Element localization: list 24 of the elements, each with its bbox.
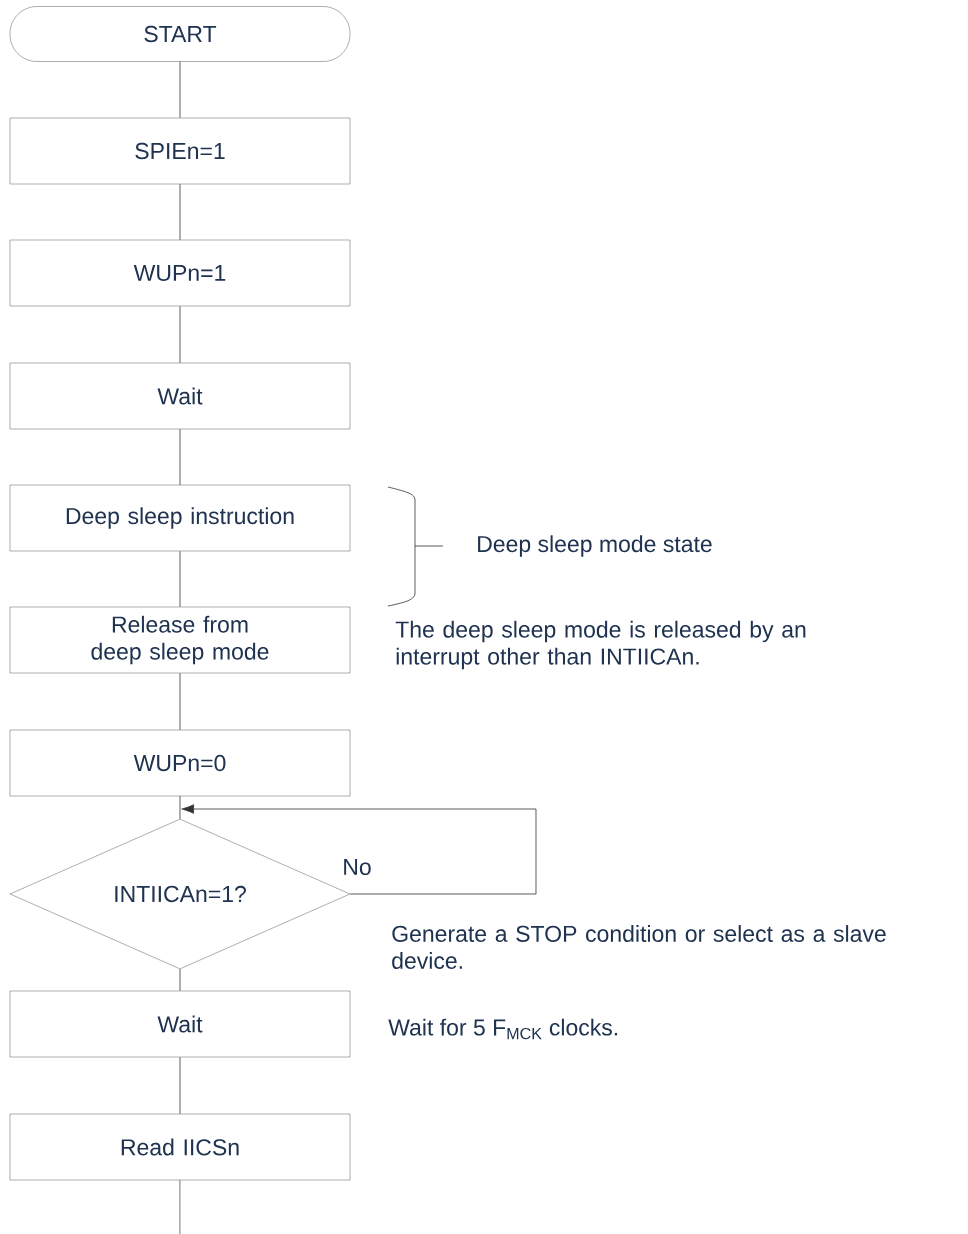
process-box: WUPn=1 <box>9 239 351 307</box>
connector <box>179 1179 181 1234</box>
process-box: SPIEn=1 <box>9 117 351 185</box>
annotation: Deep sleep mode state <box>478 535 712 557</box>
annotation: Generate a STOP condition or select as a slave device. <box>392 925 886 969</box>
start-terminal: START <box>9 6 351 62</box>
connector <box>179 305 181 364</box>
connector <box>179 428 181 486</box>
connector <box>179 61 181 119</box>
process-box: WUPn=0 <box>9 729 351 797</box>
annotation: The deep sleep mode is released by an interrupt other than INTIICAn. <box>395 620 806 670</box>
connector <box>179 183 181 241</box>
connector <box>179 795 181 820</box>
process-box: Deep sleep instruction <box>9 484 351 552</box>
connector <box>179 1056 181 1115</box>
annotation: Wait for 5 F$_{MCK}$ clocks. <box>388 1018 618 1040</box>
connector <box>179 672 181 731</box>
process-box: Wait <box>9 990 351 1058</box>
process-box: Release from deep sleep mode <box>9 606 351 674</box>
connector <box>179 968 181 992</box>
process-box: Read IICSn <box>9 1113 351 1181</box>
process-box: Wait <box>9 362 351 430</box>
connector <box>181 804 537 895</box>
connector <box>179 550 181 608</box>
